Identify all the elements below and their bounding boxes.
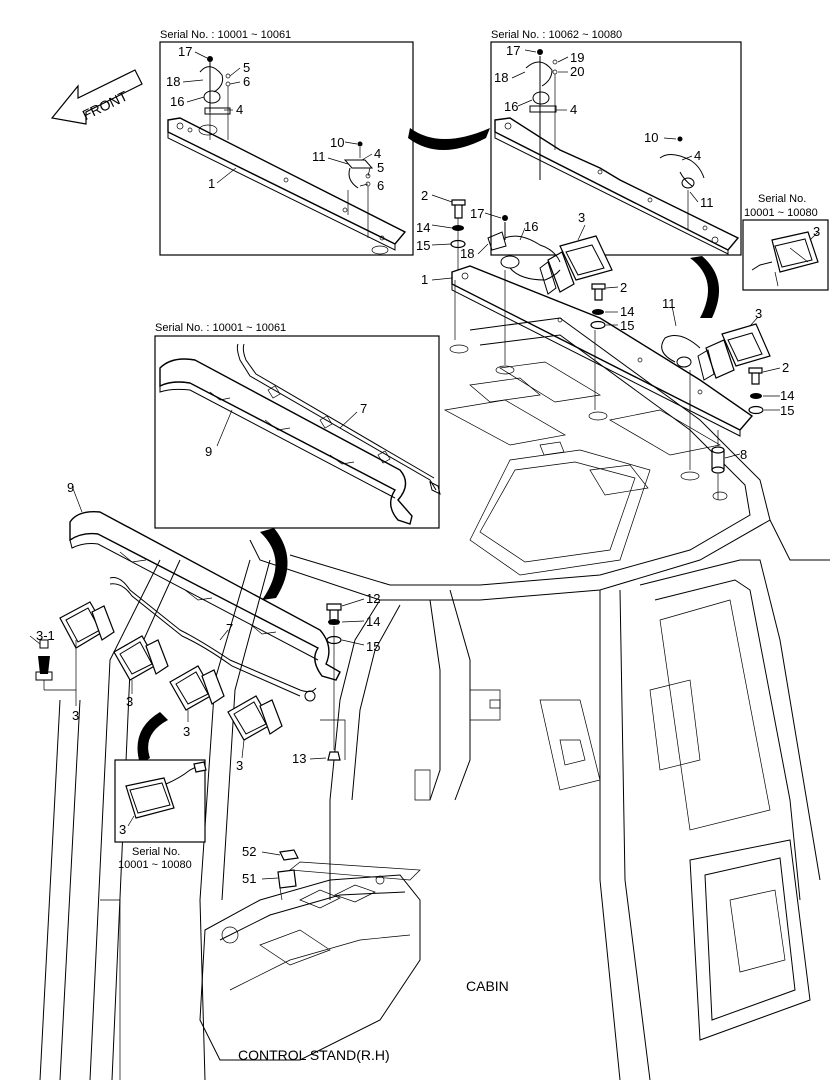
callout: 14 bbox=[366, 614, 380, 629]
callout: 4 bbox=[570, 102, 577, 117]
callout: 20 bbox=[570, 64, 584, 79]
callout: 18 bbox=[166, 74, 180, 89]
callout: 16 bbox=[524, 219, 538, 234]
callout: 3 bbox=[126, 694, 133, 709]
inset-middle: Serial No. : 10001 ~ 10061 7 9 bbox=[154, 322, 441, 529]
control-stand-label: CONTROL STAND(R.H) bbox=[238, 1047, 390, 1063]
serial-label: 10001 ~ 10080 bbox=[744, 207, 818, 219]
callout: 16 bbox=[170, 94, 184, 109]
callout: 15 bbox=[366, 639, 380, 654]
callout: 9 bbox=[205, 444, 212, 459]
cabin-label: CABIN bbox=[466, 978, 509, 994]
pointer-arrow bbox=[408, 128, 490, 150]
callout: 5 bbox=[243, 60, 250, 75]
callout: 15 bbox=[620, 318, 634, 333]
roof-lamp-assembly: 2 17 16 3 14 18 15 1 2 14 15 11 3 2 14 1… bbox=[416, 188, 794, 501]
pointer-arrow bbox=[137, 712, 168, 764]
pointer-arrow bbox=[690, 256, 720, 318]
callout: 4 bbox=[694, 148, 701, 163]
callout: 17 bbox=[470, 206, 484, 221]
callout: 5 bbox=[377, 160, 384, 175]
callout: 17 bbox=[178, 44, 192, 59]
callout: 4 bbox=[374, 146, 381, 161]
callout: 10 bbox=[330, 135, 344, 150]
callout: 3 bbox=[578, 210, 585, 225]
callout: 12 bbox=[366, 591, 380, 606]
callout: 19 bbox=[570, 50, 584, 65]
cabin-background bbox=[39, 317, 830, 1080]
callout: 11 bbox=[312, 149, 326, 164]
serial-label: Serial No. : 10062 ~ 10080 bbox=[491, 29, 622, 41]
front-arrow: FRONT bbox=[50, 69, 143, 125]
callout: 2 bbox=[782, 360, 789, 375]
callout: 7 bbox=[226, 621, 233, 636]
serial-label: Serial No. bbox=[132, 846, 180, 858]
serial-label: Serial No. : 10001 ~ 10061 bbox=[160, 29, 291, 41]
callout: 9 bbox=[67, 480, 74, 495]
callout: 3 bbox=[183, 724, 190, 739]
inset-top-right: Serial No. : 10062 ~ 10080 bbox=[490, 29, 742, 256]
callout: 1 bbox=[421, 272, 428, 287]
callout: 15 bbox=[780, 403, 794, 418]
switch-assembly: 52 51 bbox=[242, 844, 299, 901]
inset-top-left: Serial No. : 10001 ~ 10061 bbox=[159, 29, 414, 256]
callout: 10 bbox=[644, 130, 658, 145]
callout: 4 bbox=[236, 102, 243, 117]
callout: 13 bbox=[292, 751, 306, 766]
callout: 14 bbox=[780, 388, 794, 403]
serial-label: Serial No. bbox=[758, 193, 806, 205]
callout: 7 bbox=[360, 401, 367, 416]
callout: 2 bbox=[620, 280, 627, 295]
inset-lamp-right: Serial No. 10001 ~ 10080 3 bbox=[742, 193, 829, 291]
callout: 18 bbox=[494, 70, 508, 85]
callout: 2 bbox=[421, 188, 428, 203]
callout: 51 bbox=[242, 871, 256, 886]
callout: 52 bbox=[242, 844, 256, 859]
callout: 6 bbox=[377, 178, 384, 193]
callout: 6 bbox=[243, 74, 250, 89]
serial-label: Serial No. : 10001 ~ 10061 bbox=[155, 322, 286, 334]
callout: 18 bbox=[460, 246, 474, 261]
callout: 3 bbox=[72, 708, 79, 723]
callout: 3 bbox=[236, 758, 243, 773]
callout: 3 bbox=[755, 306, 762, 321]
callout: 3-1 bbox=[36, 628, 55, 643]
callout: 15 bbox=[416, 238, 430, 253]
callout: 3 bbox=[813, 224, 820, 239]
callout: 8 bbox=[740, 447, 747, 462]
callout: 14 bbox=[620, 304, 634, 319]
serial-label: 10001 ~ 10080 bbox=[118, 859, 192, 871]
pointer-arrow bbox=[260, 528, 288, 600]
inset-lamp-bottom: 3 Serial No. 10001 ~ 10080 bbox=[114, 759, 207, 871]
front-lamp-assembly: 9 3-1 7 3 3 3 3 3 12 14 15 13 bbox=[29, 480, 380, 773]
callout: 11 bbox=[700, 195, 714, 210]
callout: 14 bbox=[416, 220, 430, 235]
callout: 11 bbox=[662, 296, 676, 311]
callout: 16 bbox=[504, 99, 518, 114]
callout: 17 bbox=[506, 43, 520, 58]
callout: 1 bbox=[208, 176, 215, 191]
callout: 3 bbox=[119, 822, 126, 837]
